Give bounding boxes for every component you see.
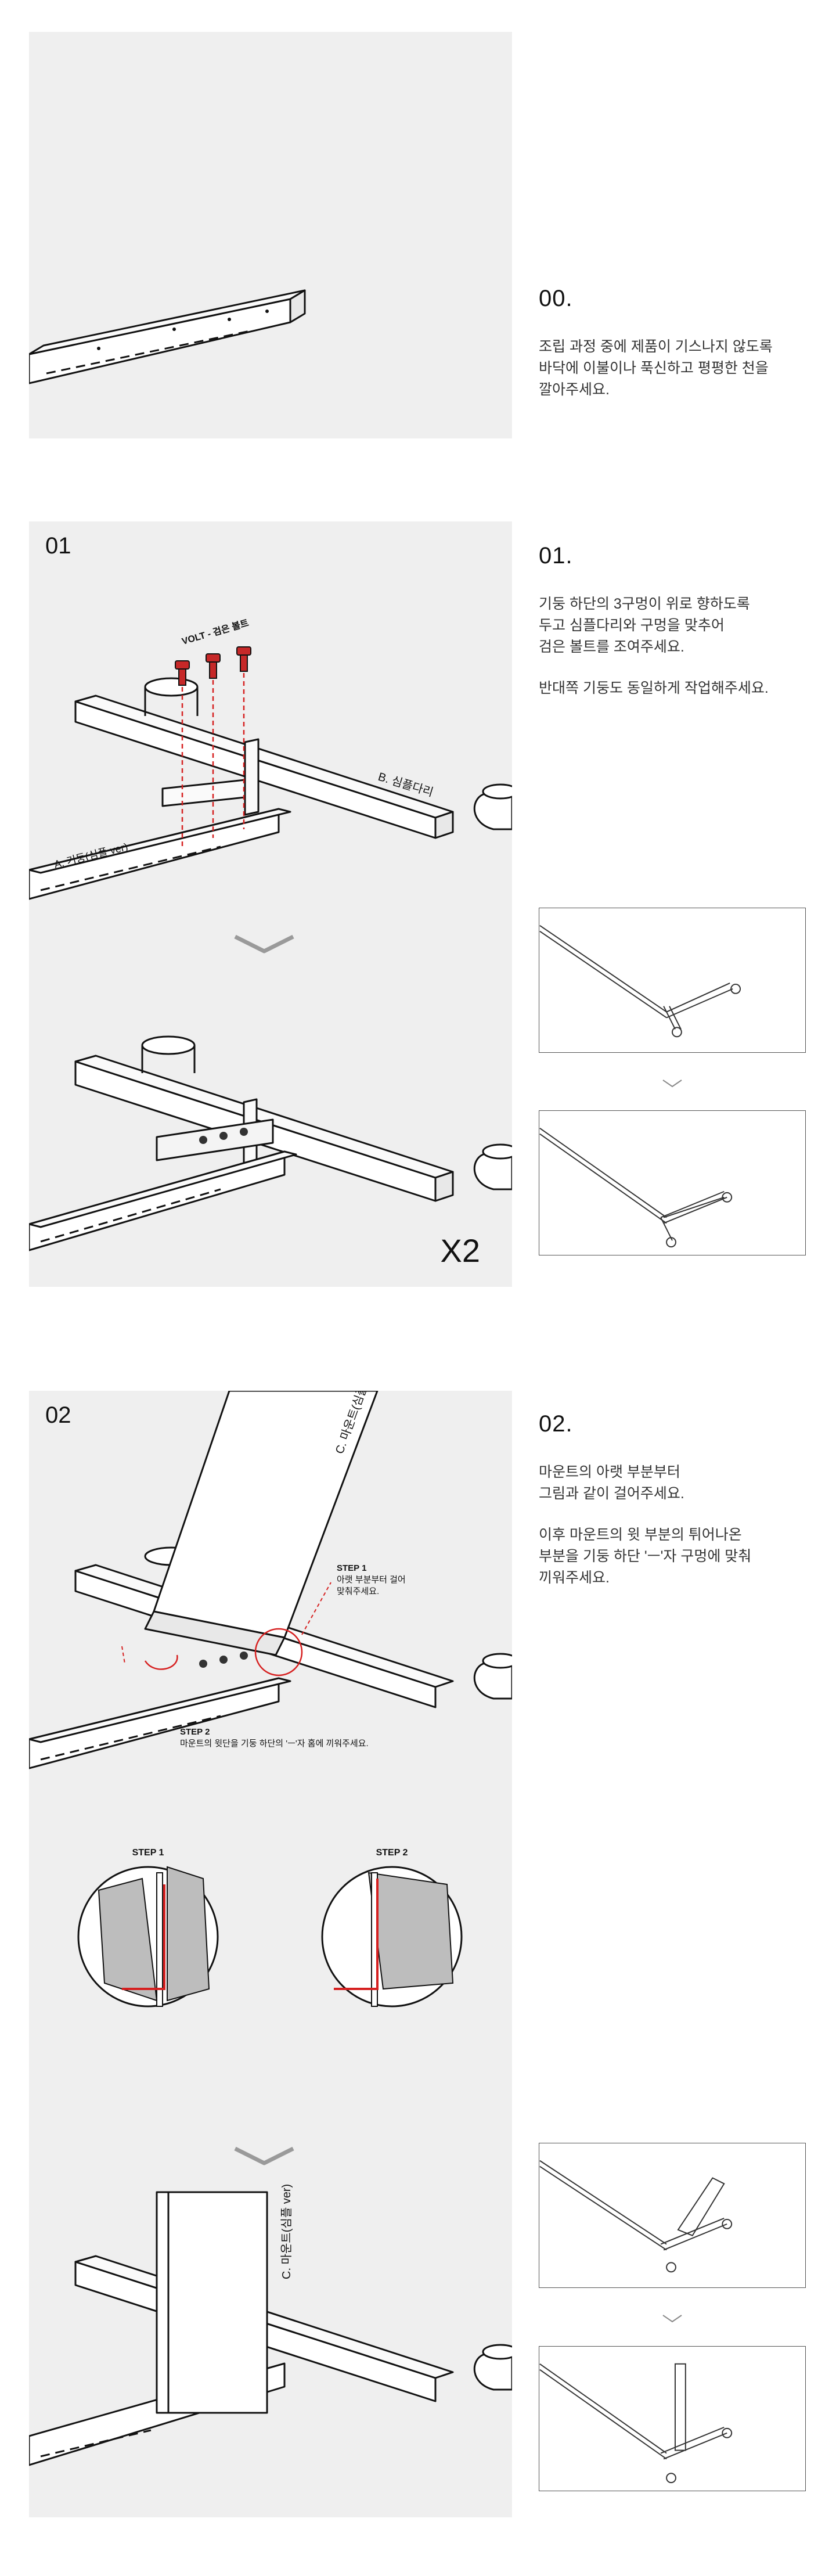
panel-number: 01	[45, 533, 71, 559]
step-01-text: 01. 기둥 하단의 3구멍이 위로 향하도록 두고 심플다리와 구멍을 맞추어…	[539, 543, 812, 699]
pillar-drawing	[29, 289, 306, 384]
bolt-label: VOLT - 검은 볼트	[181, 617, 250, 647]
step-description: 기둥 하단의 3구멍이 위로 향하도록 두고 심플다리와 구멍을 맞추어 검은 …	[539, 596, 750, 655]
step-01-illustration: 01	[29, 521, 512, 1287]
step-00-text: 00. 조립 과정 중에 제품이 기스나지 않도록 바닥에 이불이나 푹신하고 …	[539, 286, 812, 401]
panel-number: 02	[45, 1402, 71, 1428]
chevron-down-icon	[234, 934, 294, 954]
chevron-down-icon	[662, 1079, 683, 1088]
step1-text-line2: 맞춰주세요.	[337, 1586, 379, 1596]
detail-step1-title: STEP 1	[132, 1848, 164, 1858]
detail-circle-step1	[77, 1866, 219, 2007]
thumbnail-drawing	[539, 1127, 733, 1248]
assembly-drawing-02: C. 마운트(심플 ver) STEP 1 아랫 부분부터 걸어 맞춰주세요. …	[29, 1391, 512, 2466]
chevron-down-icon	[662, 2314, 683, 2323]
step-description: 조립 과정 중에 제품이 기스나지 않도록 바닥에 이불이나 푹신하고 평평한 …	[539, 339, 773, 398]
step-title: 01.	[539, 543, 573, 569]
step1-title: STEP 1	[337, 1563, 366, 1573]
step-description-note: 이후 마운트의 윗 부분의 튀어나온 부분을 기둥 하단 'ㅡ'자 구멍에 맞춰…	[539, 1527, 752, 1586]
detail-circle-step2	[321, 1866, 463, 2007]
step-02-text: 02. 마운트의 아랫 부분부터 그림과 같이 걸어주세요. 이후 마운트의 윗…	[539, 1411, 812, 1589]
thumbnail-drawing	[539, 2363, 733, 2484]
multiplier-label: X2	[440, 1232, 481, 1269]
step1-text-line1: 아랫 부분부터 걸어	[337, 1575, 406, 1585]
thumbnail-drawing	[539, 2160, 733, 2273]
thumbnail-before	[539, 908, 806, 1053]
step-description: 마운트의 아랫 부분부터 그림과 같이 걸어주세요.	[539, 1464, 684, 1502]
step-title: 02.	[539, 1411, 573, 1437]
step-02-illustration: 02 C. 마운트(심플 ver) STEP 1 아랫 부분부터 걸어 맞춰주세…	[29, 1391, 512, 2517]
thumbnail-after	[539, 2346, 806, 2491]
step-00-illustration	[29, 32, 512, 438]
thumbnail-after	[539, 1110, 806, 1255]
assembly-drawing-01: VOLT - 검은 볼트 B. 심플다리 A. 기둥(심플 ver)	[29, 617, 512, 1251]
step-title: 00.	[539, 286, 573, 311]
mount-label-assembled: C. 마운트(심플 ver)	[280, 2184, 293, 2279]
bolt-set	[175, 646, 251, 847]
step-description-note: 반대쪽 기둥도 동일하게 작업해주세요.	[539, 680, 769, 696]
chevron-down-icon	[234, 2146, 294, 2165]
step2-title: STEP 2	[180, 1727, 210, 1737]
thumbnail-before	[539, 2143, 806, 2288]
step2-text: 마운트의 윗단을 기둥 하단의 'ㅡ'자 홈에 끼워주세요.	[180, 1738, 369, 1748]
detail-step2-title: STEP 2	[376, 1848, 408, 1858]
thumbnail-drawing	[539, 924, 741, 1038]
